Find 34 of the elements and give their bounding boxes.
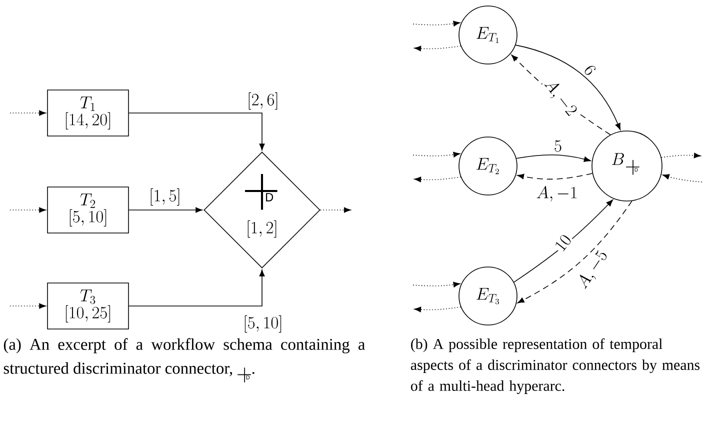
arrow	[128, 207, 202, 213]
arrow	[412, 152, 460, 158]
edge-label: $[2, 6]$	[248, 92, 278, 110]
arrow	[412, 282, 460, 288]
edge-label: $5$	[554, 140, 562, 152]
arrow	[128, 112, 265, 150]
edge-label: $A, -5$	[580, 250, 607, 289]
arrow	[128, 270, 265, 306]
arrow	[320, 207, 351, 213]
edge-label: $A, -2$	[544, 84, 577, 116]
arrow	[660, 152, 701, 158]
arrow	[414, 176, 462, 182]
arrow	[414, 306, 462, 312]
edge-label: $6$	[584, 66, 596, 75]
arrow	[412, 20, 460, 26]
task-box: $T_1$ $[14, 20]$	[47, 90, 129, 136]
task-box: $T_3$ $[10, 25]$	[47, 282, 129, 330]
arrow	[10, 207, 46, 213]
arrow	[414, 46, 462, 52]
arrow	[517, 172, 593, 180]
arrow	[517, 200, 632, 304]
edge-label: $10$	[555, 235, 571, 252]
arrow	[516, 154, 591, 162]
edge-label: $A, -1$	[536, 186, 576, 202]
task-box: $T_2$ $[5, 10]$	[47, 186, 129, 234]
arrow	[514, 200, 613, 283]
arrow	[10, 110, 46, 116]
time-interval: $[1, 2]$	[248, 220, 276, 238]
arrow	[515, 44, 621, 130]
arrow	[10, 303, 46, 309]
edge-label: $[1, 5]$	[150, 188, 180, 206]
arrow	[662, 174, 702, 182]
caption: (b) A possible representation of temporal aspects of a discriminator connectors by means of a multi-head hyperarc.	[410, 338, 700, 394]
edge-label: $[5, 10]$	[244, 315, 282, 333]
